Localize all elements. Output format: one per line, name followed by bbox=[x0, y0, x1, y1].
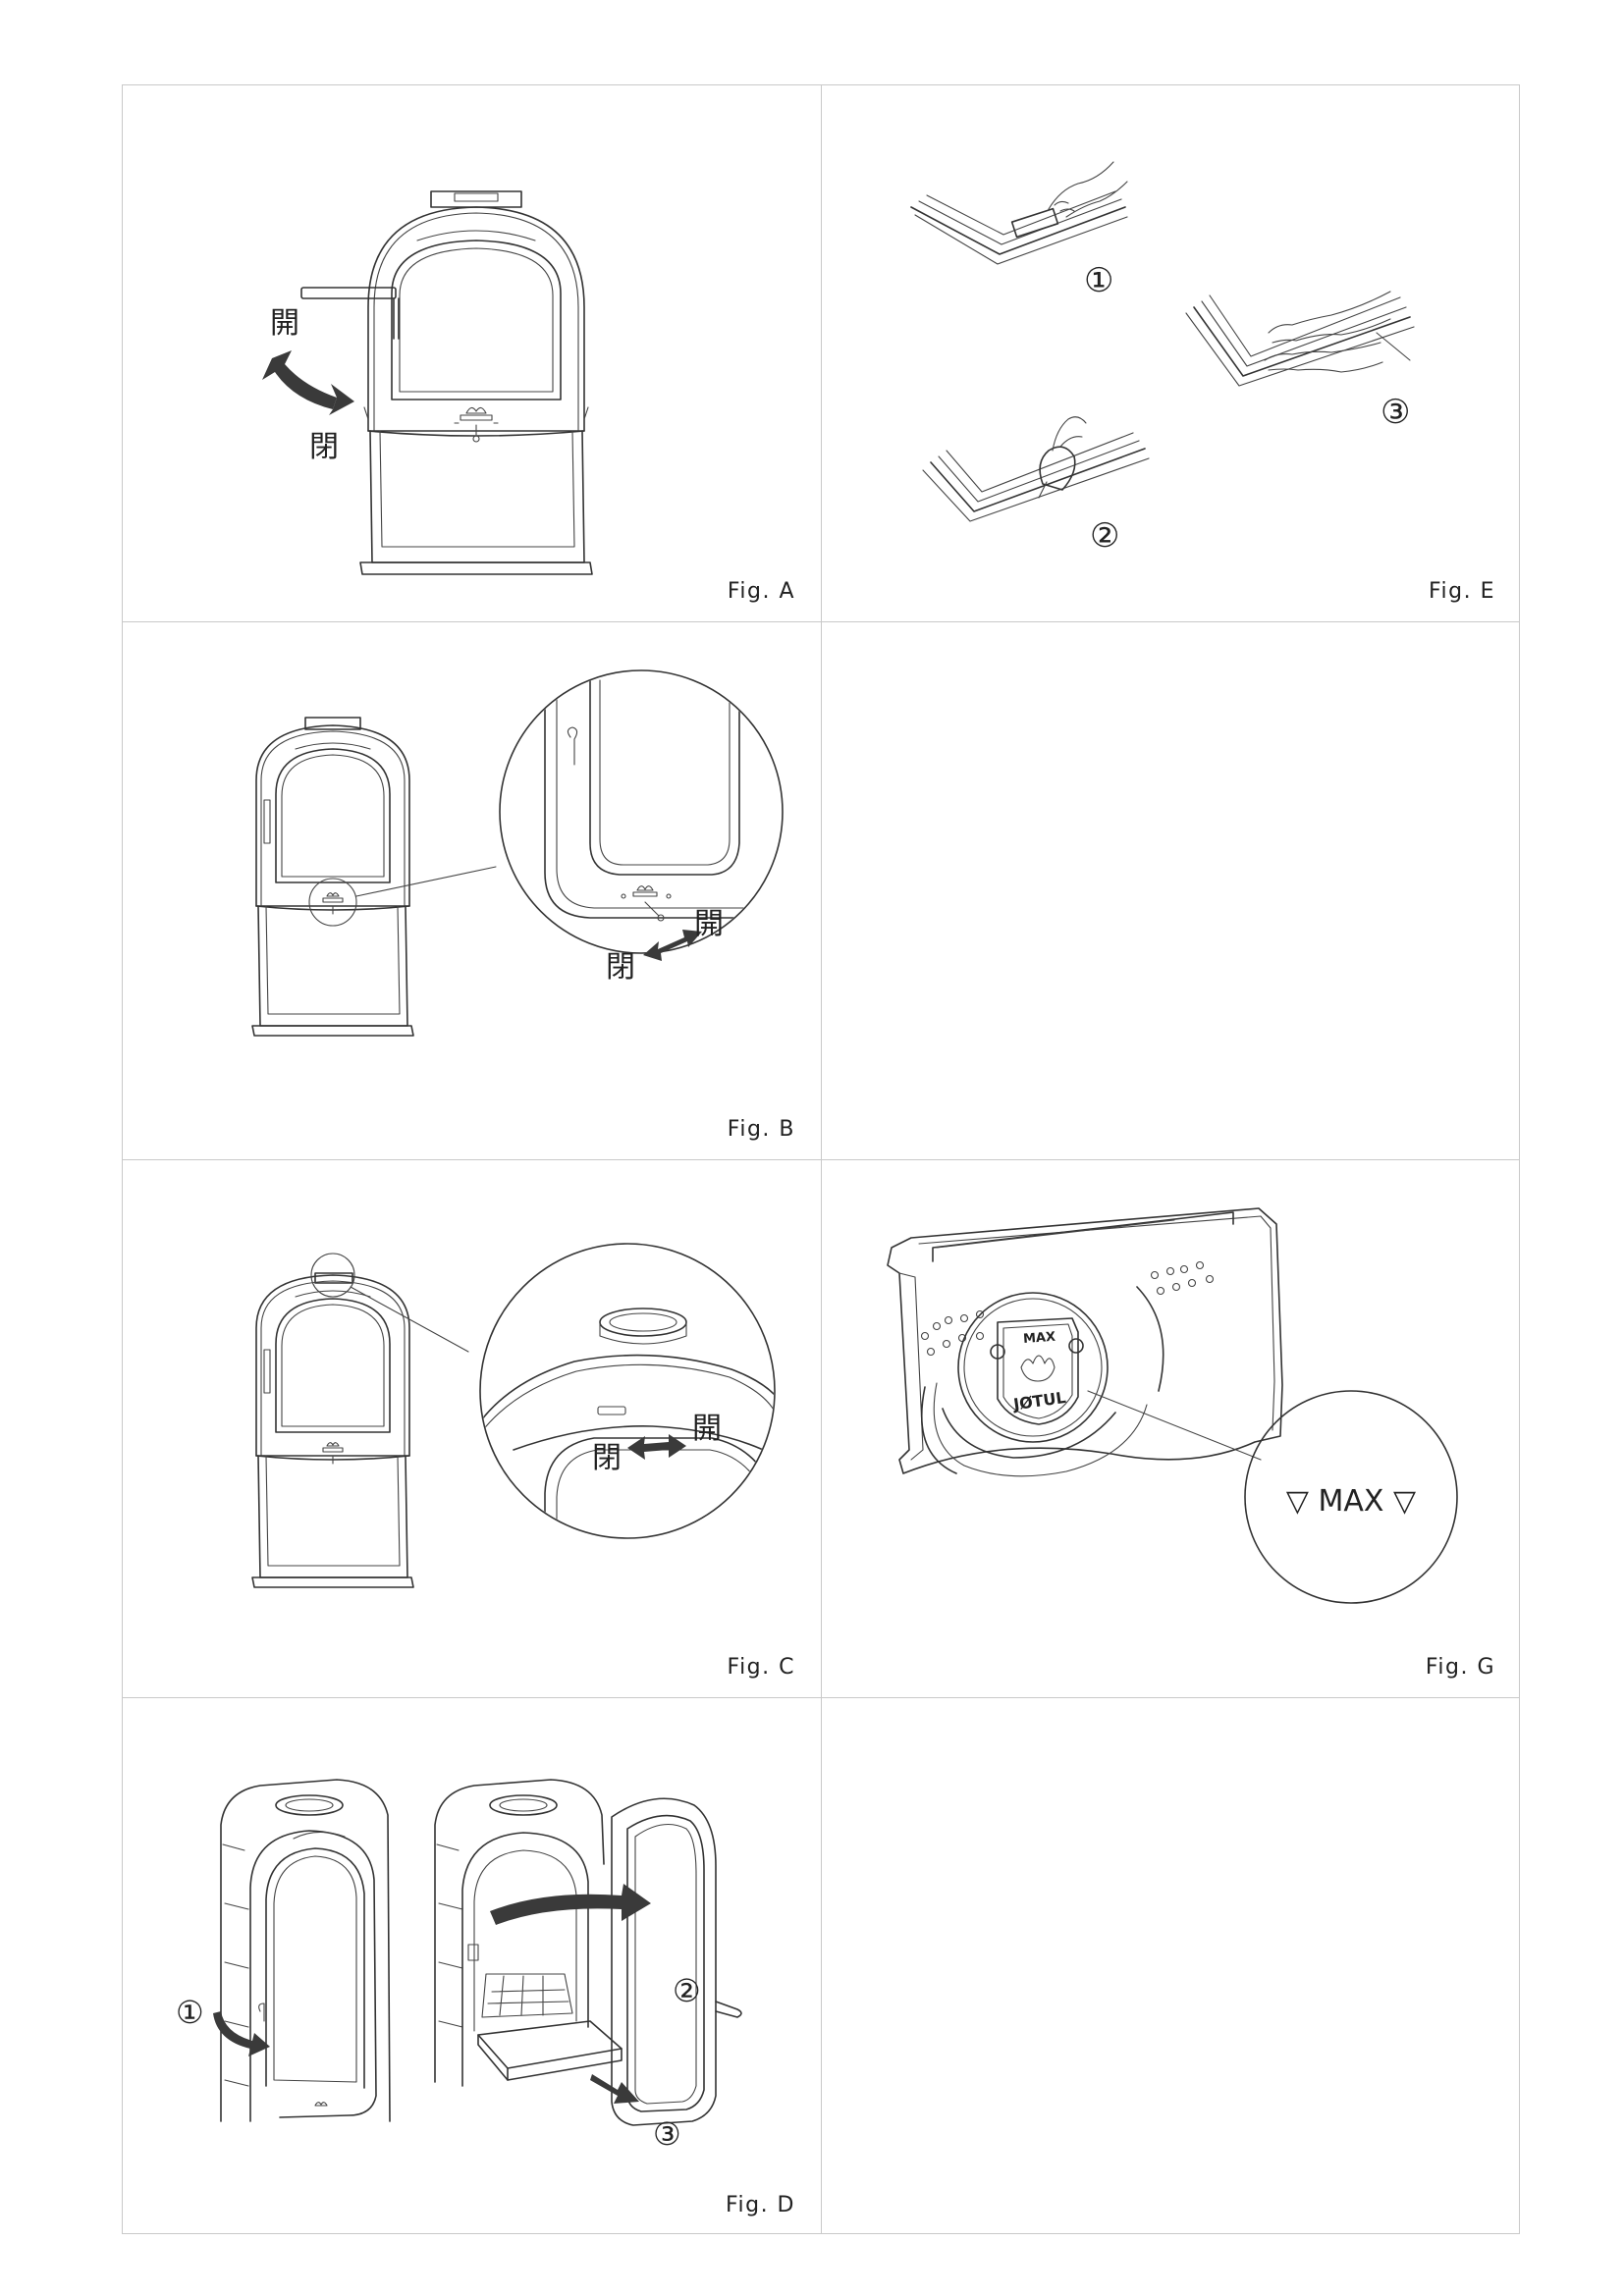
open-label: 開 bbox=[694, 907, 724, 941]
figure-g-illustration: MAX JØTUL ▽ MAX ▽ bbox=[887, 1207, 1458, 1604]
step-1-label: ① bbox=[176, 1994, 204, 2031]
step-1-label: ① bbox=[1084, 261, 1113, 300]
step-2-illustration bbox=[922, 416, 1150, 522]
step-3-illustration bbox=[1185, 291, 1415, 387]
step-2-stove bbox=[434, 1779, 623, 2087]
step-3-label: ③ bbox=[653, 2115, 681, 2153]
figure-d-illustration: ① bbox=[176, 1779, 742, 2153]
close-label: 閉 bbox=[592, 1441, 622, 1475]
empty-panel-2 bbox=[821, 1697, 1521, 2235]
row-divider-3 bbox=[123, 1697, 1519, 1698]
row-divider-1 bbox=[123, 621, 1519, 622]
row-divider-2 bbox=[123, 1159, 1519, 1160]
step-3-label: ③ bbox=[1380, 393, 1410, 432]
figure-a-caption: Fig. A bbox=[727, 579, 795, 604]
figure-e-illustration: ① ③ ② bbox=[910, 161, 1415, 556]
close-label: 閉 bbox=[606, 950, 635, 985]
step-2-label: ② bbox=[1090, 516, 1119, 556]
figure-g-caption: Fig. G bbox=[1425, 1655, 1495, 1680]
step-1-stove bbox=[220, 1779, 391, 2122]
figure-c-caption: Fig. C bbox=[727, 1655, 795, 1680]
close-label: 閉 bbox=[309, 430, 339, 464]
max-marking: ▽ MAX ▽ bbox=[1286, 1484, 1416, 1519]
step-2-label: ② bbox=[673, 1972, 701, 2009]
figure-a-illustration: 開 閉 bbox=[262, 190, 593, 575]
figure-e-caption: Fig. E bbox=[1428, 579, 1495, 604]
open-label: 開 bbox=[692, 1412, 722, 1446]
figure-b-panel: 閉 開 Fig. B bbox=[123, 621, 821, 1159]
figure-sheet: 開 閉 Fig. A ① bbox=[122, 84, 1520, 2234]
step-1-illustration bbox=[910, 161, 1128, 265]
figure-e-panel: ① ③ ② Fig bbox=[821, 85, 1521, 621]
figure-d-panel: ① bbox=[123, 1697, 821, 2235]
figure-g-panel: MAX JØTUL ▽ MAX ▽ Fig. G bbox=[821, 1159, 1521, 1697]
plate-max-marking: MAX bbox=[1023, 1330, 1056, 1347]
figure-c-panel: 閉 開 Fig. C bbox=[123, 1159, 821, 1697]
figure-b-caption: Fig. B bbox=[727, 1117, 795, 1142]
open-door bbox=[611, 1797, 742, 2126]
open-label: 開 bbox=[270, 306, 299, 341]
figure-d-caption: Fig. D bbox=[725, 2193, 795, 2217]
empty-panel-1 bbox=[821, 621, 1521, 1159]
figure-a-panel: 開 閉 Fig. A bbox=[123, 85, 821, 621]
figure-b-illustration: 閉 開 bbox=[251, 669, 784, 1037]
figure-c-illustration: 閉 開 bbox=[251, 1243, 776, 1588]
